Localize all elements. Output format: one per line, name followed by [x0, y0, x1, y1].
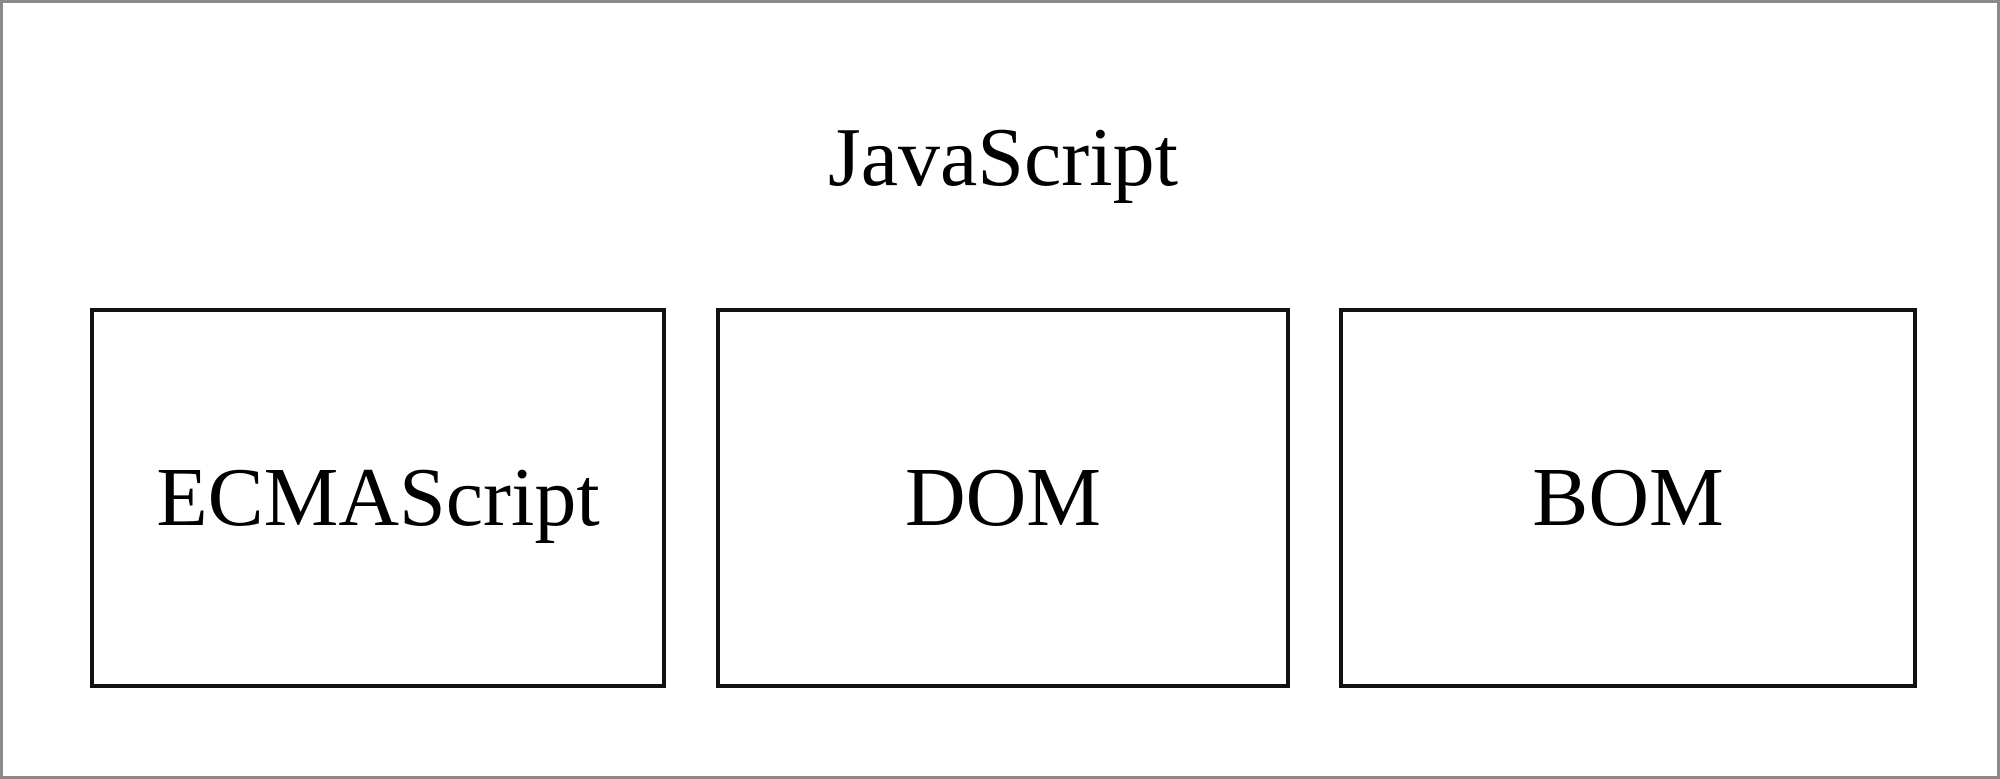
- ecmascript-label: ECMAScript: [156, 451, 600, 544]
- bom-box: BOM: [1339, 308, 1917, 688]
- dom-label: DOM: [904, 451, 1101, 544]
- dom-box: DOM: [716, 308, 1290, 688]
- diagram-title: JavaScript: [828, 111, 1178, 204]
- bom-label: BOM: [1532, 451, 1724, 544]
- ecmascript-box: ECMAScript: [90, 308, 666, 688]
